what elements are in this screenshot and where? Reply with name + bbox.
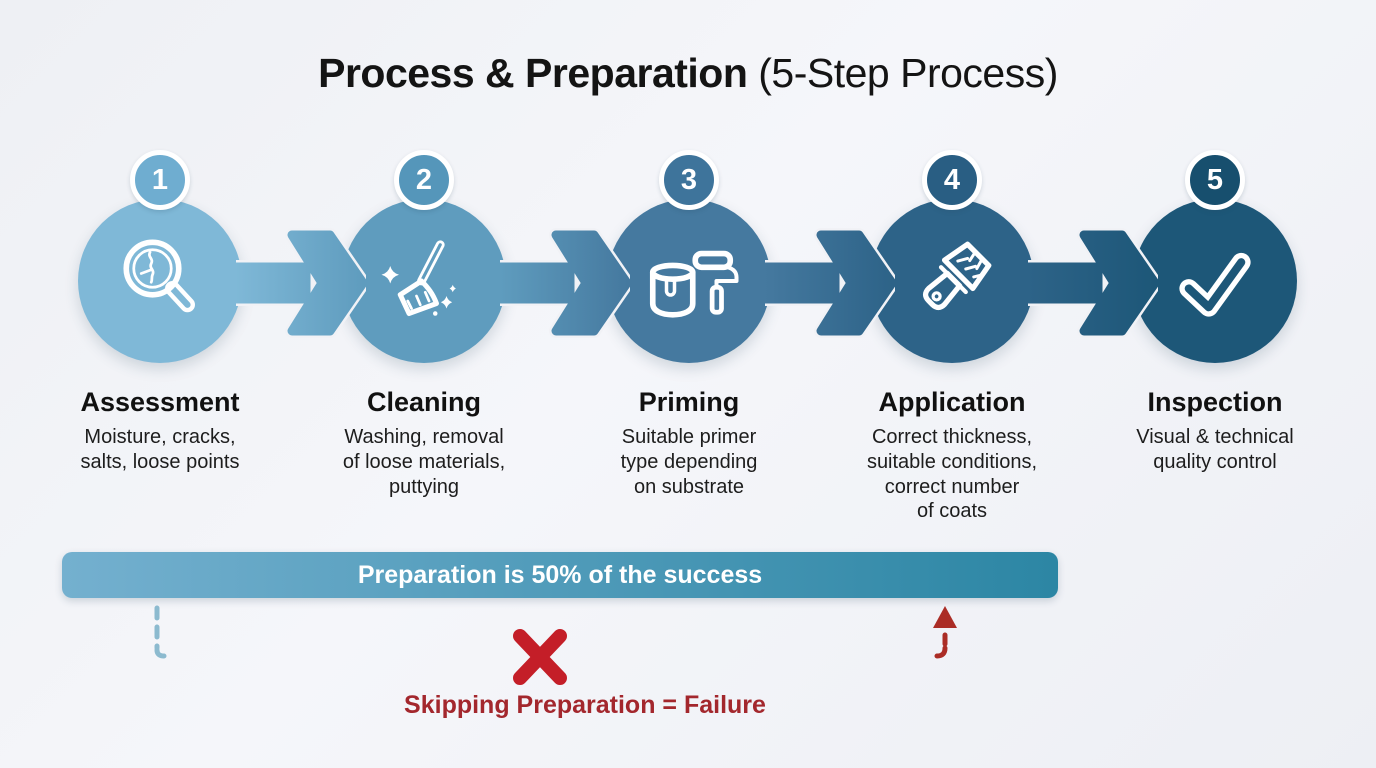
step-name: Priming: [638, 387, 740, 417]
preparation-banner: Preparation is 50% of the success: [62, 552, 1058, 598]
red-x-icon: [513, 629, 567, 685]
step-number-badge: 5: [1185, 150, 1245, 210]
step-number: 3: [680, 163, 698, 196]
step-number-badge: 4: [922, 150, 982, 210]
step-name: Assessment: [80, 387, 240, 417]
magnifier-crack-icon: [123, 239, 195, 313]
step-number: 4: [943, 163, 961, 196]
step-number-badge: 3: [659, 150, 719, 210]
step-circle: [1133, 199, 1297, 363]
step-number: 5: [1206, 163, 1224, 196]
arrow-right-icon: [236, 228, 366, 338]
page-title-suffix: (5-Step Process): [747, 50, 1058, 96]
step-description: Correct thickness, suitable conditions, …: [866, 426, 1038, 523]
banner-text: Preparation is 50% of the success: [357, 560, 763, 589]
step-number: 2: [415, 163, 433, 196]
step-name: Cleaning: [366, 387, 481, 417]
broom-icon: [381, 240, 456, 316]
step-application: 4 Application Correct thickness, suitabl…: [832, 150, 1072, 524]
step-name: Application: [878, 387, 1026, 417]
step-description: Suitable primer type depending on substr…: [620, 426, 758, 498]
step-description: Moisture, cracks, salts, loose points: [80, 426, 240, 473]
step-description: Washing, removal of loose materials, put…: [342, 426, 506, 498]
step-inspection: 5 Inspection Visual & technical quality …: [1095, 150, 1335, 475]
step-name: Inspection: [1147, 387, 1283, 417]
failure-label: Skipping Preparation = Failure: [404, 691, 766, 719]
step-priming: 3 Priming Suitable primer type depending…: [569, 150, 809, 499]
failure-path: [154, 605, 957, 685]
step-circle: [78, 199, 242, 363]
step-number-badge: 1: [130, 150, 190, 210]
step-circle: [870, 199, 1034, 363]
step-cleaning: 2 Cleaning Washing, removal of loose ma: [304, 150, 544, 499]
dash-corner-right: [934, 645, 948, 659]
dash-corner-left: [154, 647, 167, 659]
step-assessment: 1 Assessment Moisture, cracks, salts, lo…: [40, 150, 280, 475]
arrow-right-icon: [500, 228, 630, 338]
paint-can-roller-icon: [649, 250, 739, 318]
arrow-right-icon: [1028, 228, 1158, 338]
step-number-badge: 2: [394, 150, 454, 210]
page-title-main: Process & Preparation: [318, 50, 748, 96]
paint-brush-icon: [922, 241, 992, 311]
arrow-right-icon: [765, 228, 895, 338]
step-circle: [607, 199, 771, 363]
up-arrowhead-icon: [933, 606, 957, 628]
checkmark-icon: [1179, 252, 1251, 317]
step-number: 1: [151, 163, 169, 196]
step-description: Visual & technical quality control: [1136, 426, 1294, 473]
page-title: Process & Preparation (5-Step Process): [0, 50, 1376, 97]
step-circle: [342, 199, 506, 363]
